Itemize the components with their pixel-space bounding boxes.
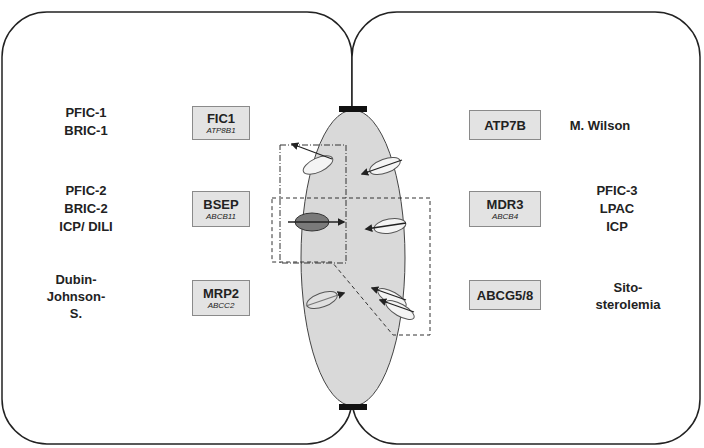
tight-junction bbox=[339, 404, 367, 410]
transporter-box: ATP7B bbox=[469, 110, 541, 140]
disease-label: BRIC-2 bbox=[64, 200, 107, 217]
transporter-abcg58 bbox=[372, 285, 417, 323]
protein-name: MRP2 bbox=[203, 286, 239, 301]
transporter-mrp2 bbox=[305, 288, 344, 312]
transporter-mdr3 bbox=[366, 216, 407, 235]
transporter-box: MRP2ABCC2 bbox=[192, 280, 250, 316]
disease-label: BRIC-1 bbox=[64, 122, 107, 139]
gene-name: ATP8B1 bbox=[206, 126, 235, 136]
transporter-box: MDR3ABCB4 bbox=[469, 191, 541, 227]
protein-name: FIC1 bbox=[207, 111, 235, 126]
disease-label: ICP bbox=[606, 218, 628, 235]
disease-label: ICP/ DILI bbox=[59, 218, 112, 235]
disease-label: PFIC-2 bbox=[65, 182, 106, 199]
protein-name: ATP7B bbox=[484, 118, 526, 133]
disease-label: LPAC bbox=[600, 200, 634, 217]
disease-label: Dubin- Johnson-S. bbox=[47, 271, 106, 322]
transporter-bsep bbox=[288, 213, 344, 231]
dashdot-frame bbox=[280, 145, 346, 263]
hepatocyte-left bbox=[2, 12, 352, 444]
canaliculus bbox=[301, 110, 405, 406]
protein-name: ABCG5/8 bbox=[477, 288, 533, 303]
transporter-atp7b bbox=[362, 154, 402, 178]
gene-name: ABCB4 bbox=[492, 212, 518, 222]
disease-label: PFIC-3 bbox=[596, 182, 637, 199]
gene-name: ABCB11 bbox=[206, 212, 236, 222]
transporter-box: FIC1ATP8B1 bbox=[192, 106, 250, 140]
transporter-box: ABCG5/8 bbox=[469, 280, 541, 310]
transporter-box: BSEPABCB11 bbox=[192, 191, 250, 227]
disease-label: Sito- sterolemia bbox=[595, 279, 660, 313]
disease-label: M. Wilson bbox=[570, 117, 631, 134]
protein-name: MDR3 bbox=[487, 197, 524, 212]
protein-name: BSEP bbox=[203, 197, 238, 212]
dashed-frame bbox=[272, 198, 430, 335]
disease-label: PFIC-1 bbox=[65, 104, 106, 121]
transporter-fic1 bbox=[292, 144, 335, 178]
gene-name: ABCC2 bbox=[208, 301, 235, 311]
tight-junction bbox=[339, 106, 367, 112]
